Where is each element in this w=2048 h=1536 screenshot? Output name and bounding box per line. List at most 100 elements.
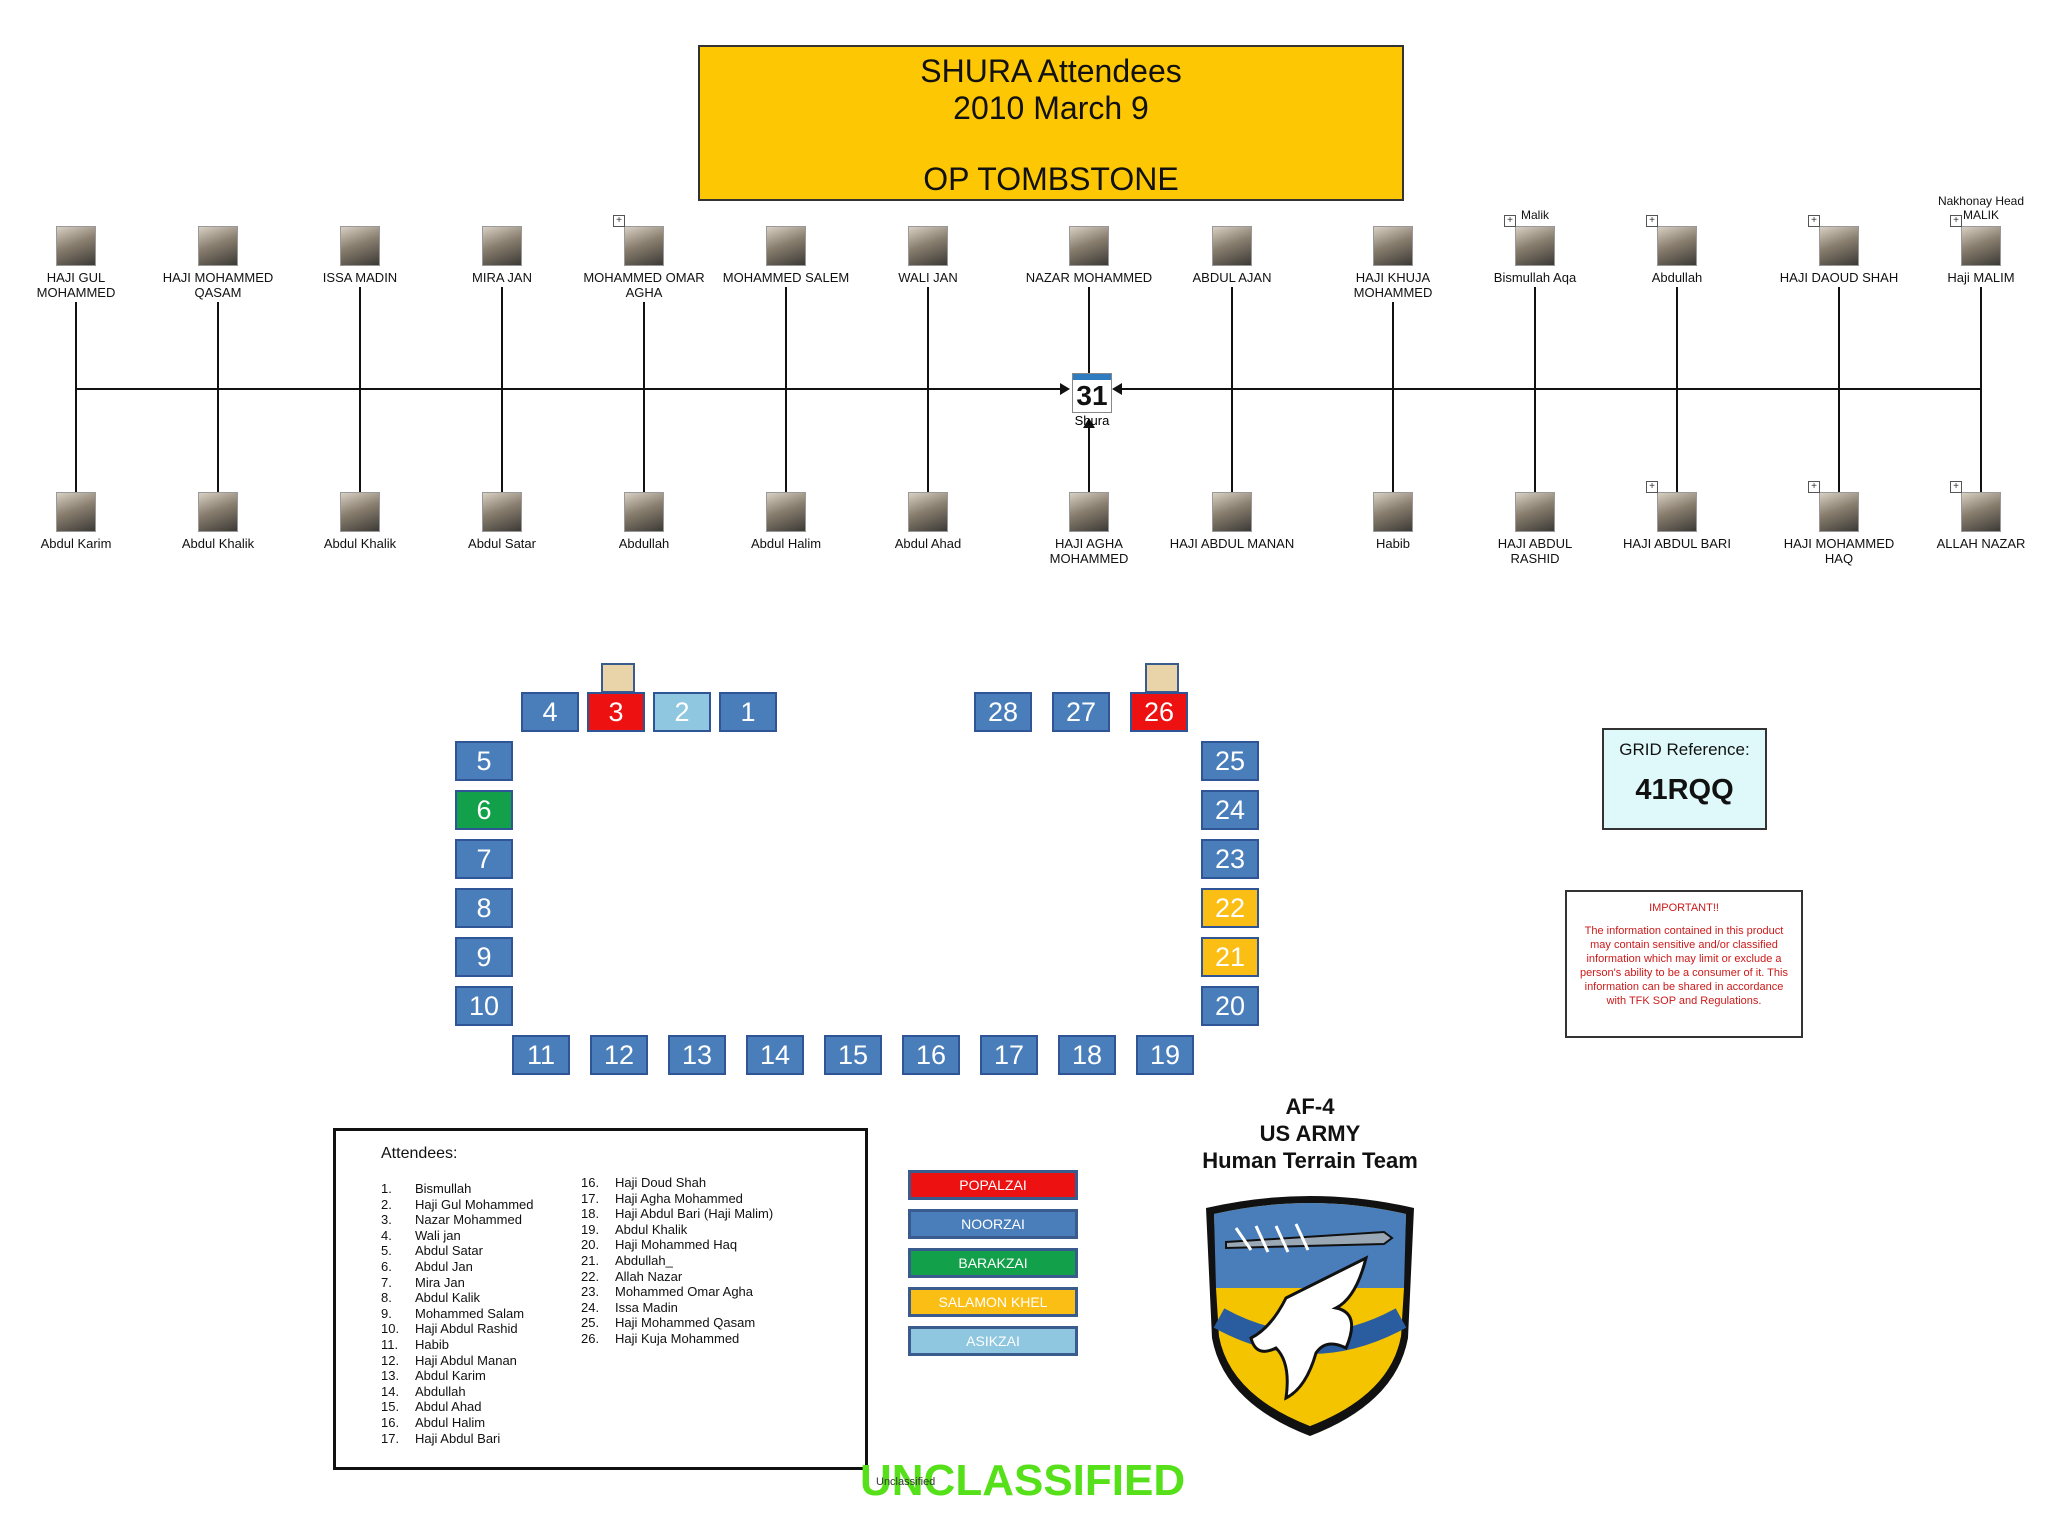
top-node[interactable]: Abdullah <box>1607 226 1747 285</box>
bottom-node[interactable]: Abdul Karim <box>6 492 146 551</box>
seat-18[interactable]: 18 <box>1058 1035 1116 1075</box>
seat-15[interactable]: 15 <box>824 1035 882 1075</box>
bottom-node[interactable]: Abdul Khalik <box>148 492 288 551</box>
seat-19[interactable]: 19 <box>1136 1035 1194 1075</box>
bottom-node[interactable]: HAJI ABDUL RASHID <box>1465 492 1605 566</box>
seat-20[interactable]: 20 <box>1201 986 1259 1026</box>
attendee-name: Habib <box>415 1336 449 1352</box>
seat-28[interactable]: 28 <box>974 692 1032 732</box>
top-node[interactable]: ABDUL AJAN <box>1162 226 1302 285</box>
attendee-name: Issa Madin <box>615 1299 678 1315</box>
attendee-row: 3.Nazar Mohammed <box>381 1212 534 1228</box>
expand-plus-icon[interactable]: + <box>1950 481 1962 493</box>
bottom-node[interactable]: HAJI ABDUL MANAN <box>1162 492 1302 551</box>
top-node[interactable]: HAJI GUL MOHAMMED <box>6 226 146 300</box>
shura-number: 31 <box>1076 380 1108 411</box>
top-node[interactable]: HAJI DAOUD SHAH <box>1769 226 1909 285</box>
seat-17[interactable]: 17 <box>980 1035 1038 1075</box>
title-line-2: 2010 March 9 <box>953 90 1149 126</box>
unit-line-3: Human Terrain Team <box>1202 1148 1418 1173</box>
seat-24[interactable]: 24 <box>1201 790 1259 830</box>
person-photo-icon <box>340 226 380 266</box>
attendee-name: Abdul Satar <box>415 1243 483 1259</box>
seat-10[interactable]: 10 <box>455 986 513 1026</box>
seat-9[interactable]: 9 <box>455 937 513 977</box>
title-box: SHURA Attendees 2010 March 9 OP TOMBSTON… <box>698 45 1404 201</box>
attendee-number: 2. <box>381 1196 392 1212</box>
expand-plus-icon[interactable]: + <box>1808 215 1820 227</box>
bottom-node[interactable]: HAJI ABDUL BARI <box>1607 492 1747 551</box>
expand-plus-icon[interactable]: + <box>1646 215 1658 227</box>
connector-line <box>927 388 929 492</box>
top-node[interactable]: NAZAR MOHAMMED <box>1019 226 1159 285</box>
seat-3[interactable]: 3 <box>587 692 645 732</box>
top-node[interactable]: Haji MALIM <box>1911 226 2048 285</box>
attendee-name: Nazar Mohammed <box>415 1212 522 1228</box>
person-photo-icon <box>1069 492 1109 532</box>
connector-line <box>1231 388 1233 492</box>
seat-13[interactable]: 13 <box>668 1035 726 1075</box>
expand-plus-icon[interactable]: + <box>1504 215 1516 227</box>
bottom-node[interactable]: ALLAH NAZAR <box>1911 492 2048 551</box>
attendee-number: 16. <box>381 1414 400 1430</box>
seat-11[interactable]: 11 <box>512 1035 570 1075</box>
seat-23[interactable]: 23 <box>1201 839 1259 879</box>
seat-14[interactable]: 14 <box>746 1035 804 1075</box>
attendee-row: 24.Issa Madin <box>581 1300 773 1316</box>
unit-line-1: AF-4 <box>1285 1094 1335 1119</box>
seat-6[interactable]: 6 <box>455 790 513 830</box>
attendee-name: Haji Abdul Rashid <box>415 1321 518 1337</box>
chair-icon <box>1145 663 1179 693</box>
person-photo-icon <box>1373 226 1413 266</box>
seat-21[interactable]: 21 <box>1201 937 1259 977</box>
expand-plus-icon[interactable]: + <box>1808 481 1820 493</box>
expand-plus-icon[interactable]: + <box>1646 481 1658 493</box>
seat-4[interactable]: 4 <box>521 692 579 732</box>
seat-2[interactable]: 2 <box>653 692 711 732</box>
bottom-node[interactable]: Habib <box>1323 492 1463 551</box>
node-label: Abdul Halim <box>750 536 822 551</box>
attendee-row: 17.Haji Abdul Bari <box>381 1431 534 1447</box>
node-label: Abdullah <box>1651 270 1703 285</box>
bottom-node[interactable]: HAJI MOHAMMED HAQ <box>1769 492 1909 566</box>
attendee-name: Abdul Halim <box>415 1414 486 1430</box>
bottom-node[interactable]: Abdul Khalik <box>290 492 430 551</box>
seat-16[interactable]: 16 <box>902 1035 960 1075</box>
top-node[interactable]: MOHAMMED OMAR AGHA <box>574 226 714 300</box>
top-node[interactable]: HAJI KHUJA MOHAMMED <box>1323 226 1463 300</box>
footer-small-text: Unclassified <box>876 1476 936 1488</box>
seat-25[interactable]: 25 <box>1201 741 1259 781</box>
top-node[interactable]: MOHAMMED SALEM <box>716 226 856 285</box>
top-node[interactable]: WALI JAN <box>858 226 998 285</box>
grid-reference-value: 41RQQ <box>1635 774 1734 806</box>
node-label: HAJI MOHAMMED QASAM <box>162 270 274 300</box>
connector-line <box>501 388 503 492</box>
seat-7[interactable]: 7 <box>455 839 513 879</box>
seat-12[interactable]: 12 <box>590 1035 648 1075</box>
bottom-node[interactable]: Abdul Halim <box>716 492 856 551</box>
bottom-node[interactable]: Abdullah <box>574 492 714 551</box>
node-label: HAJI ABDUL MANAN <box>1169 536 1295 551</box>
seat-5[interactable]: 5 <box>455 741 513 781</box>
seat-22[interactable]: 22 <box>1201 888 1259 928</box>
person-photo-icon <box>1657 226 1697 266</box>
bottom-node[interactable]: Abdul Ahad <box>858 492 998 551</box>
person-photo-icon <box>766 492 806 532</box>
top-node[interactable]: HAJI MOHAMMED QASAM <box>148 226 288 300</box>
top-node[interactable]: Bismullah Aqa <box>1465 226 1605 285</box>
seat-1[interactable]: 1 <box>719 692 777 732</box>
bottom-node[interactable]: Abdul Satar <box>432 492 572 551</box>
connector-line <box>785 388 787 492</box>
important-notice: IMPORTANT!! The information contained in… <box>1565 890 1803 1038</box>
seat-8[interactable]: 8 <box>455 888 513 928</box>
attendee-row: 21.Abdullah_ <box>581 1253 773 1269</box>
expand-plus-icon[interactable]: + <box>1950 215 1962 227</box>
seat-27[interactable]: 27 <box>1052 692 1110 732</box>
bottom-node[interactable]: HAJI AGHA MOHAMMED <box>1019 492 1159 566</box>
top-node[interactable]: MIRA JAN <box>432 226 572 285</box>
top-node[interactable]: ISSA MADIN <box>290 226 430 285</box>
seat-26[interactable]: 26 <box>1130 692 1188 732</box>
attendee-row: 22.Allah Nazar <box>581 1269 773 1285</box>
attendee-row: 20.Haji Mohammed Haq <box>581 1237 773 1253</box>
expand-plus-icon[interactable]: + <box>613 215 625 227</box>
